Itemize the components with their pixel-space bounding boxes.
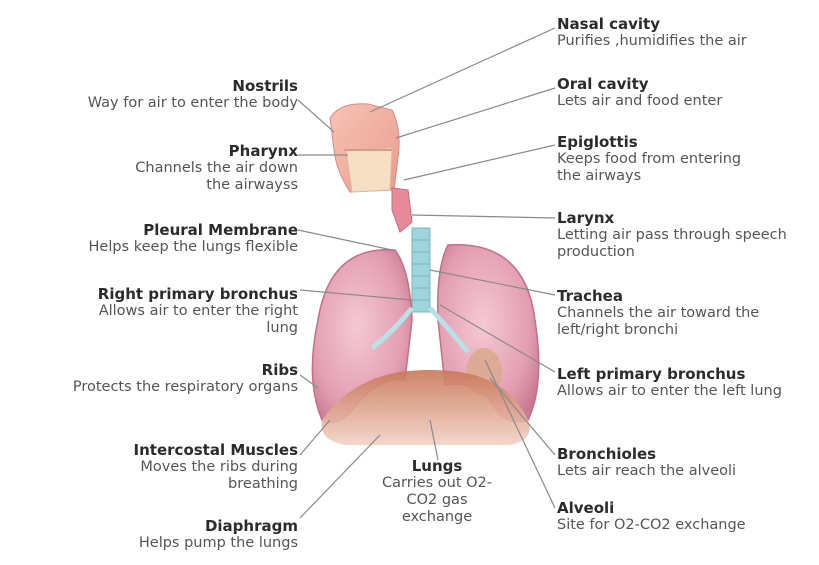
intercostal-name: Intercostal Muscles [38,442,298,459]
intercostal-desc: Moves the ribs during breathing [68,459,298,492]
pharynx-name: Pharynx [58,143,298,160]
label-epiglottis: Epiglottis Keeps food from entering the … [557,134,777,185]
label-oral-cavity: Oral cavity Lets air and food enter [557,76,817,110]
lungs-name: Lungs [372,458,502,475]
label-right-bronchus: Right primary bronchus Allows air to ent… [0,286,298,337]
pharynx-desc: Channels the air down the airwayss [128,160,298,193]
label-pharynx: Pharynx Channels the air down the airway… [58,143,298,194]
label-pleural-membrane: Pleural Membrane Helps keep the lungs fl… [0,222,298,256]
diaphragm-desc: Helps pump the lungs [38,535,298,552]
nasal-desc: Purifies ,humidifies the air [557,33,817,50]
lungs-desc: Carries out O2-CO2 gas exchange [372,475,502,525]
label-nostrils: Nostrils Way for air to enter the body [0,78,298,112]
oral-desc: Lets air and food enter [557,93,817,110]
label-bronchioles: Bronchioles Lets air reach the alveoli [557,446,817,480]
larynx-name: Larynx [557,210,817,227]
label-larynx: Larynx Letting air pass through speech p… [557,210,817,261]
diaphragm-name: Diaphragm [38,518,298,535]
trachea-shape [412,228,430,312]
bronchioles-name: Bronchioles [557,446,817,463]
leader-intercostal [300,420,330,455]
alveoli-name: Alveoli [557,500,817,517]
label-alveoli: Alveoli Site for O2-CO2 exchange [557,500,817,534]
trachea-name: Trachea [557,288,817,305]
ribs-name: Ribs [38,362,298,379]
label-nasal-cavity: Nasal cavity Purifies ,humidifies the ai… [557,16,817,50]
nostrils-name: Nostrils [0,78,298,95]
nasal-name: Nasal cavity [557,16,817,33]
pharynx-region [346,148,392,192]
rbronchus-name: Right primary bronchus [0,286,298,303]
leader-pleural [298,230,392,250]
epiglottis-name: Epiglottis [557,134,777,151]
label-intercostal: Intercostal Muscles Moves the ribs durin… [38,442,298,493]
leader-nasal [370,28,555,112]
lbronchus-name: Left primary bronchus [557,366,817,383]
alveoli-desc: Site for O2-CO2 exchange [557,517,817,534]
label-lungs: Lungs Carries out O2-CO2 gas exchange [372,458,502,525]
ribs-desc: Protects the respiratory organs [58,379,298,396]
label-left-bronchus: Left primary bronchus Allows air to ente… [557,366,817,400]
leader-diaphragm [300,435,380,518]
label-diaphragm: Diaphragm Helps pump the lungs [38,518,298,552]
pleural-name: Pleural Membrane [0,222,298,239]
epiglottis-desc: Keeps food from entering the airways [557,151,757,184]
rbronchus-desc: Allows air to enter the right lung [78,303,298,336]
leader-nostrils [298,100,334,132]
oral-name: Oral cavity [557,76,817,93]
label-ribs: Ribs Protects the respiratory organs [38,362,298,396]
trachea-desc: Channels the air toward the left/right b… [557,305,807,338]
label-trachea: Trachea Channels the air toward the left… [557,288,817,339]
leader-larynx [412,215,555,218]
leader-epiglottis [404,145,555,180]
lbronchus-desc: Allows air to enter the left lung [557,383,817,400]
bronchioles-desc: Lets air reach the alveoli [557,463,817,480]
pleural-desc: Helps keep the lungs flexible [0,239,298,256]
nostrils-desc: Way for air to enter the body [0,95,298,112]
larynx-shape [392,188,412,232]
leader-oral [396,88,555,138]
larynx-desc: Letting air pass through speech producti… [557,227,797,260]
